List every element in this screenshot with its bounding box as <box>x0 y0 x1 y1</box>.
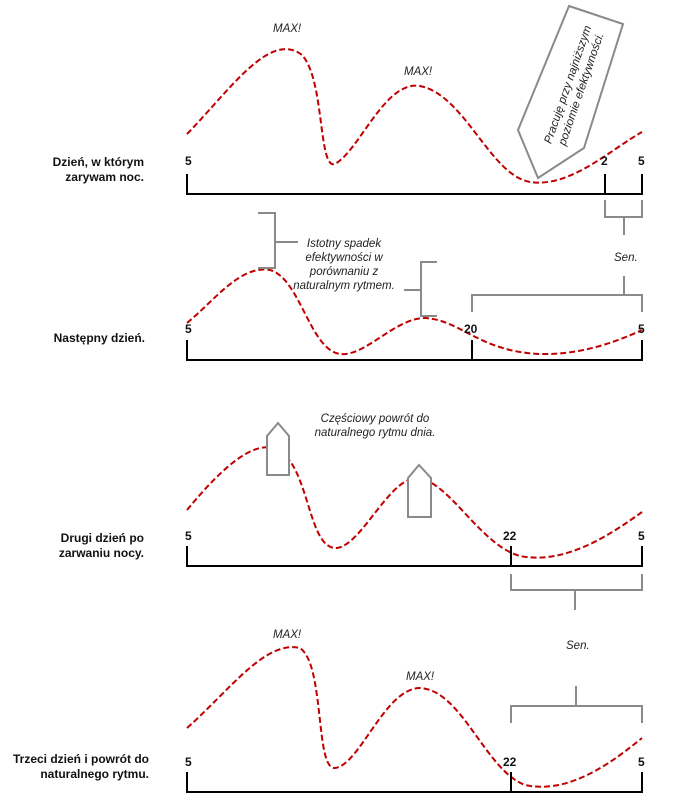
partial-return-arrow-2 <box>407 463 432 518</box>
tick-mid-day-3: 22 <box>503 529 517 543</box>
sleep-bracket-day-1 <box>604 200 643 235</box>
lowest-efficiency-callout <box>516 4 625 180</box>
tick-start-day-4: 5 <box>185 755 192 769</box>
sleep-bracket-day-3 <box>510 574 643 610</box>
tick-start-day-2: 5 <box>185 322 192 336</box>
max-label-day-1-second: MAX! <box>404 66 433 78</box>
tick-end-day-1: 5 <box>638 154 645 168</box>
row-label-day-1: Dzień, w którym zarywam noc. <box>52 155 144 184</box>
sleep-label-day-4: Sen. <box>566 640 590 652</box>
sleep-bracket-day-4 <box>510 686 643 723</box>
max-label-day-4-second: MAX! <box>406 671 435 683</box>
row-label-day-3: Drugi dzień po zarwaniu nocy. <box>58 531 144 560</box>
tick-end-day-2: 5 <box>638 322 645 336</box>
tick-mid-day-2: 20 <box>464 322 478 336</box>
timeline-axis-day-3 <box>186 546 643 567</box>
sleep-bracket-day-2 <box>471 276 643 312</box>
sleep-label-day-1: Sen. <box>614 252 638 264</box>
timeline-axis-day-2 <box>186 340 643 361</box>
drop-bracket-first-peak <box>258 212 298 269</box>
timeline-axis-day-1 <box>186 174 643 195</box>
partial-return-note: Częściowy powrót do naturalnego rytmu dn… <box>314 413 436 439</box>
max-label-day-1-first: MAX! <box>273 23 302 35</box>
efficiency-curve-day-1 <box>186 48 643 184</box>
tick-mid-day-4: 22 <box>503 755 517 769</box>
tick-start-day-3: 5 <box>185 529 192 543</box>
row-label-day-4: Trzeci dzień i powrót do naturalnego ryt… <box>12 752 149 781</box>
efficiency-curve-day-2 <box>186 268 643 356</box>
timeline-axis-day-4 <box>186 772 643 793</box>
efficiency-drop-note: Istotny spadek efektywności w porównaniu… <box>293 238 395 292</box>
max-label-day-4-first: MAX! <box>273 629 302 641</box>
tick-mid-day-1: 2 <box>601 154 608 168</box>
efficiency-curve-day-4 <box>186 646 643 788</box>
tick-start-day-1: 5 <box>185 154 192 168</box>
drop-bracket-second-peak <box>404 261 437 317</box>
tick-end-day-3: 5 <box>638 529 645 543</box>
partial-return-arrow-1 <box>266 421 290 476</box>
row-label-day-2: Następny dzień. <box>53 331 145 345</box>
tick-end-day-4: 5 <box>638 755 645 769</box>
